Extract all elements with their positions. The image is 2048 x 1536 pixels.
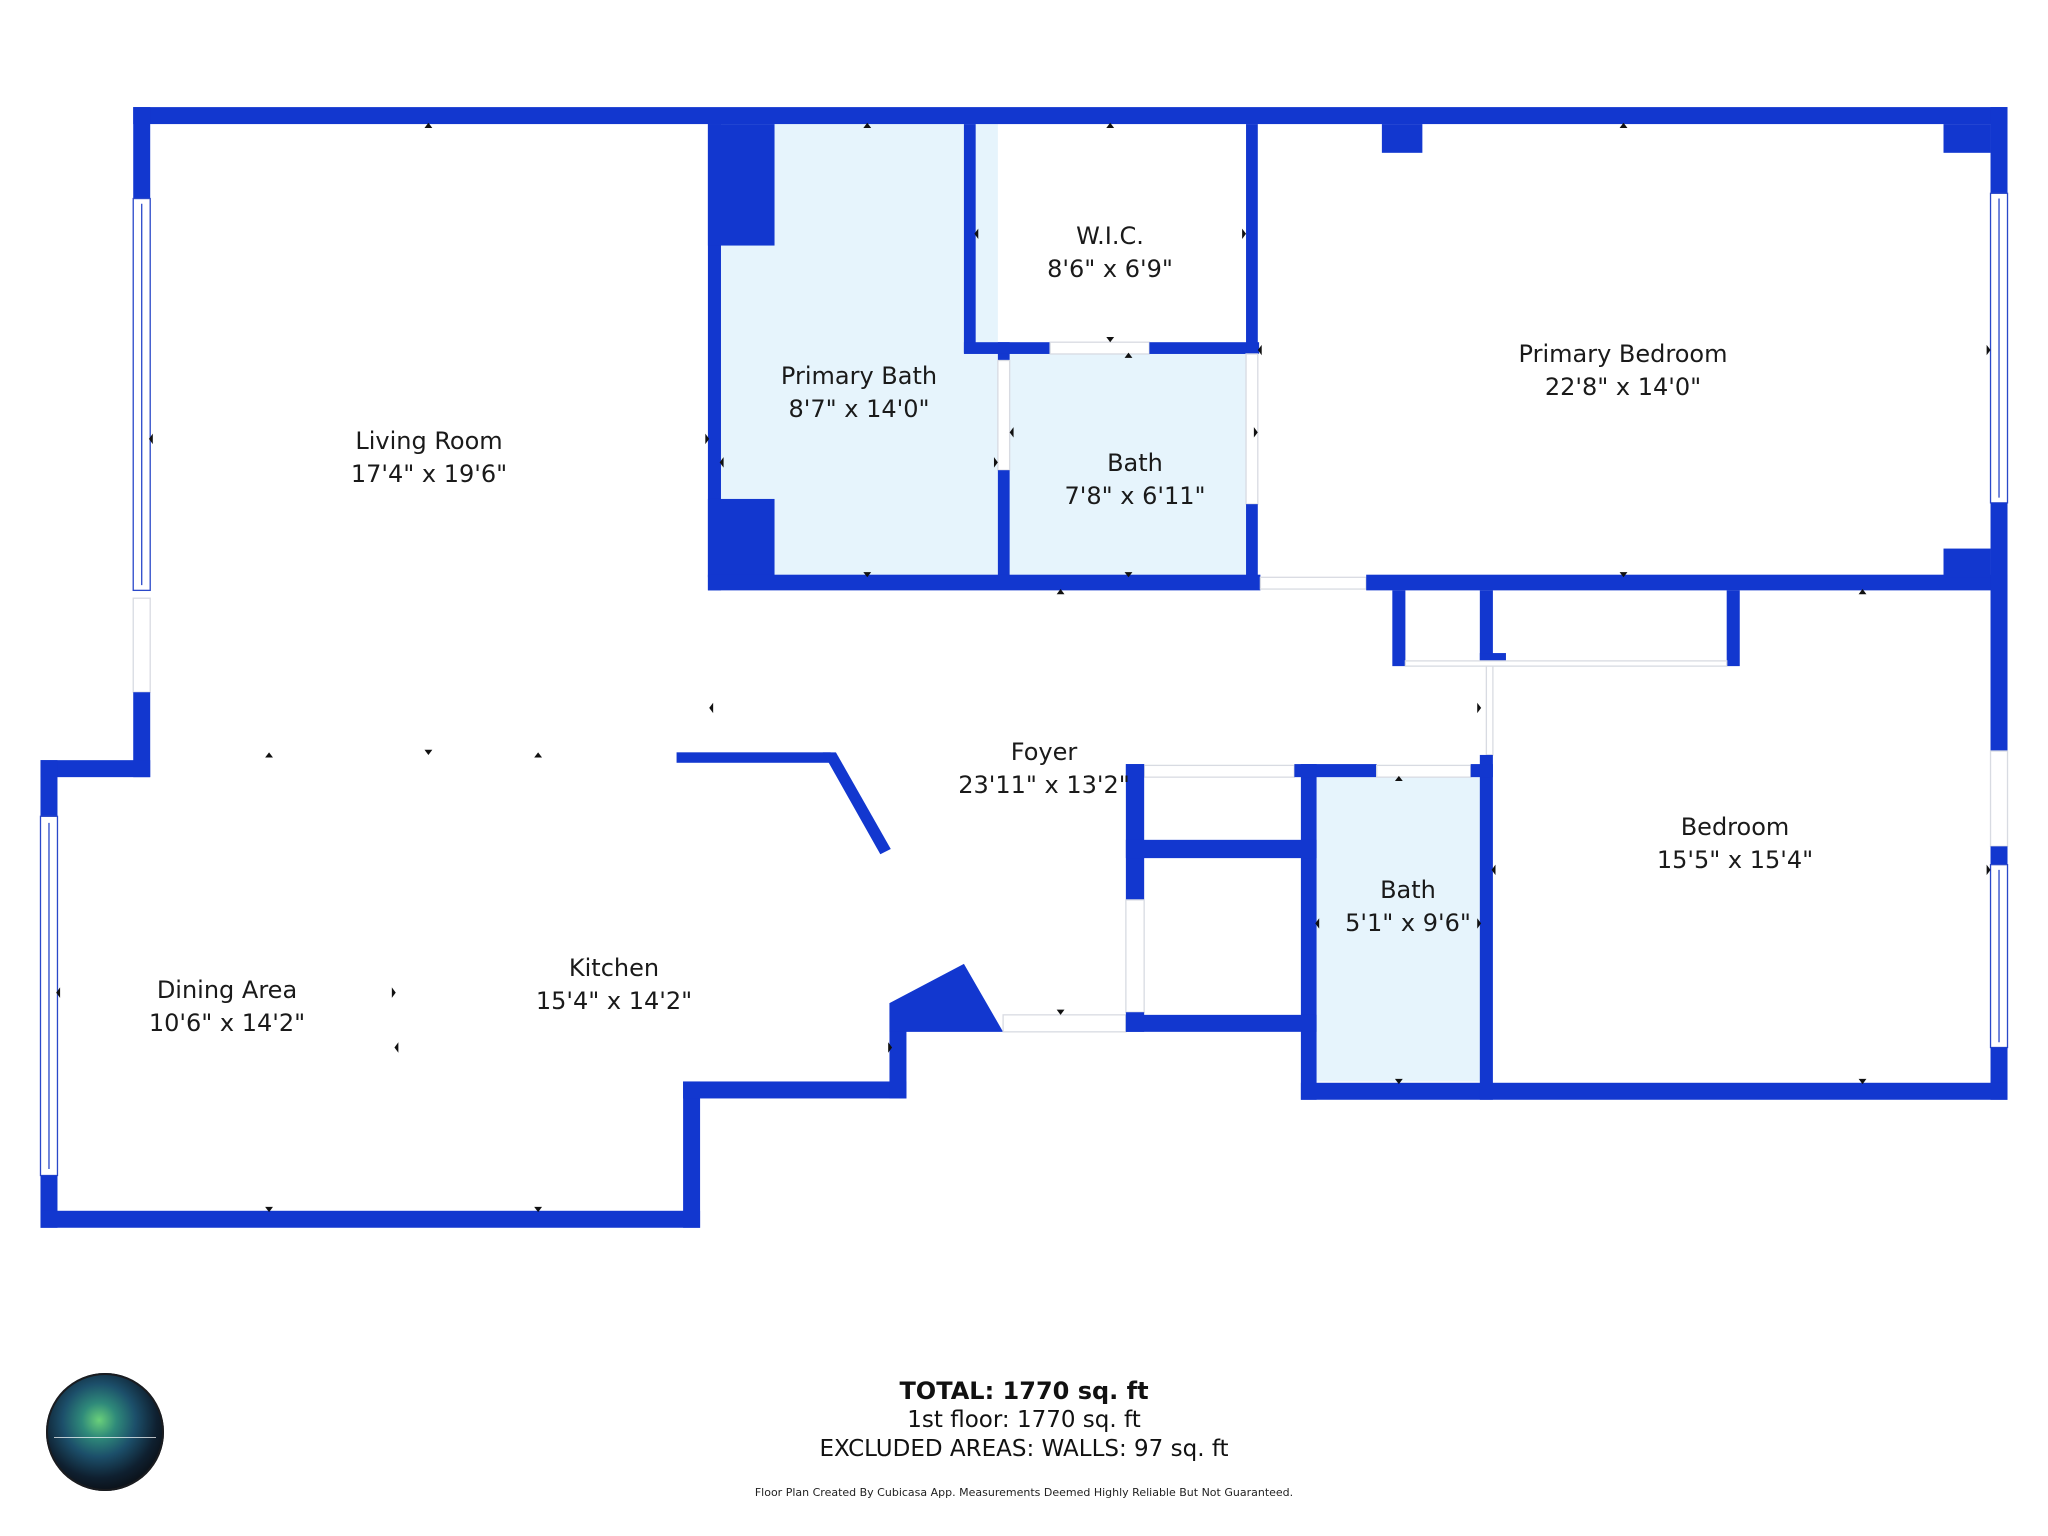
room-name: Dining Area	[156, 976, 298, 1004]
primary-bath-column-bottom	[707, 498, 775, 578]
bath-1-fill	[1008, 352, 1257, 575]
wall-bath2-left	[1300, 764, 1317, 1100]
primary-bath-fill	[720, 124, 998, 575]
wall-wic-left	[963, 124, 976, 353]
bath-fills	[720, 124, 1482, 1082]
camera-lens-logo-icon	[46, 1373, 164, 1491]
wall-top	[133, 107, 2008, 125]
door-bedroom	[1485, 665, 1494, 756]
wall-wic-bottom-left	[963, 342, 1051, 354]
door-foyer-bottom	[1002, 1014, 1127, 1033]
room-name: Bath	[1380, 876, 1436, 904]
room-dims: 22'8" x 14'0"	[1544, 373, 1702, 401]
wall-step-left	[40, 760, 151, 778]
wall-wic-right	[1246, 124, 1258, 353]
door-wic	[1049, 341, 1151, 355]
door-primary-bedroom	[1259, 576, 1367, 590]
wall-closet-a-left	[1392, 590, 1406, 667]
wall-living-left-lower	[133, 692, 151, 778]
wall-closet-a-right	[1479, 590, 1493, 667]
room-dims: 23'11" x 13'2"	[958, 771, 1130, 799]
room-kitchen: Kitchen 15'4" x 14'2"	[536, 952, 692, 1018]
wall-right-upper	[1990, 107, 2008, 194]
room-dims: 7'8" x 6'11"	[1064, 482, 1206, 510]
room-primary-bedroom: Primary Bedroom 22'8" x 14'0"	[1519, 338, 1728, 404]
wall-closet-bottom	[1125, 1014, 1317, 1032]
door-closet-top	[1143, 764, 1296, 778]
door-bath2	[1375, 764, 1472, 778]
room-name: Primary Bedroom	[1518, 340, 1728, 368]
room-name: Bedroom	[1680, 813, 1790, 841]
disclaimer: Floor Plan Created By Cubicasa App. Meas…	[754, 1486, 1294, 1499]
wall-wic-bottom-right	[1149, 342, 1260, 354]
bath-2-fill	[1316, 777, 1482, 1082]
room-living-room: Living Room 17'4" x 19'6"	[351, 425, 507, 491]
room-dims: 8'7" x 14'0"	[788, 395, 930, 423]
primary-bath-column-top	[707, 124, 775, 246]
wall-dining-left-upper	[40, 760, 58, 817]
room-dims: 8'6" x 6'9"	[1047, 255, 1173, 283]
room-name: W.I.C.	[1076, 222, 1144, 250]
room-dims: 15'4" x 14'2"	[535, 987, 693, 1015]
room-name: Living Room	[355, 427, 503, 455]
room-name: Foyer	[1010, 738, 1078, 766]
room-name: Kitchen	[568, 954, 660, 982]
room-foyer: Foyer 23'11" x 13'2"	[958, 736, 1130, 802]
kitchen-counter-angle	[822, 752, 891, 855]
wall-bedroom-left	[1479, 754, 1493, 1100]
room-wic: W.I.C. 8'6" x 6'9"	[1047, 220, 1173, 286]
room-name: Bath	[1107, 449, 1163, 477]
door-closet-lower	[1125, 899, 1145, 1013]
room-bath-2: Bath 5'1" x 9'6"	[1345, 874, 1471, 940]
primary-bedroom-column	[1381, 124, 1423, 153]
wall-kitchen-corner	[889, 963, 1004, 1032]
room-dims: 17'4" x 19'6"	[350, 460, 508, 488]
wall-right-lower	[1990, 846, 2008, 865]
room-name: Primary Bath	[780, 362, 938, 390]
room-dims: 5'1" x 9'6"	[1345, 909, 1471, 937]
wall-closet-left-upper	[1125, 764, 1145, 900]
primary-bedroom-corner-top	[1943, 124, 1991, 153]
wall-kitchen-step-v	[683, 1081, 701, 1228]
walls	[39, 107, 2009, 1228]
logo-signature	[54, 1421, 156, 1438]
room-bedroom: Bedroom 15'5" x 15'4"	[1657, 811, 1813, 877]
wall-living-left-upper	[133, 107, 151, 199]
wall-closet-divider	[1125, 839, 1317, 859]
room-dining-area: Dining Area 10'6" x 14'2"	[149, 974, 305, 1040]
room-dims: 15'5" x 15'4"	[1656, 846, 1814, 874]
opening-living-left	[132, 597, 151, 693]
closet-doors	[1404, 660, 1728, 667]
room-primary-bath: Primary Bath 8'7" x 14'0"	[781, 360, 937, 426]
wall-kitchen-step-h	[683, 1081, 907, 1099]
wall-bath2-top-right	[1470, 764, 1493, 778]
floor-area: 1st floor: 1770 sq. ft	[907, 1407, 1141, 1433]
wall-right-mid	[1990, 502, 2008, 752]
opening-bedroom-right	[1989, 750, 2009, 848]
kitchen-counter-wall	[676, 752, 831, 763]
wall-bath2-top-left	[1300, 764, 1377, 778]
wall-dining-bottom	[40, 1210, 701, 1228]
wall-bath1-right-lower	[1246, 504, 1258, 578]
excluded-areas: EXCLUDED AREAS: WALLS: 97 sq. ft	[819, 1436, 1229, 1462]
total-area: TOTAL: 1770 sq. ft	[899, 1377, 1149, 1405]
wall-closet-b-right	[1726, 590, 1740, 667]
door-primary-bath-to-bath	[997, 359, 1011, 471]
wall-closet-top-right	[1294, 764, 1317, 778]
door-bath-to-bedroom	[1245, 353, 1259, 505]
wall-suite-bottom	[707, 574, 1261, 591]
wall-primary-bath-right-lower	[997, 470, 1010, 578]
wall-bedroom-bottom	[1300, 1082, 2008, 1100]
wall-primary-bedroom-bottom	[1366, 574, 2008, 591]
room-bath-1: Bath 7'8" x 6'11"	[1064, 447, 1205, 513]
room-dims: 10'6" x 14'2"	[148, 1009, 306, 1037]
measurement-markers	[56, 122, 1991, 1213]
primary-bedroom-corner-bottom	[1943, 548, 1991, 578]
